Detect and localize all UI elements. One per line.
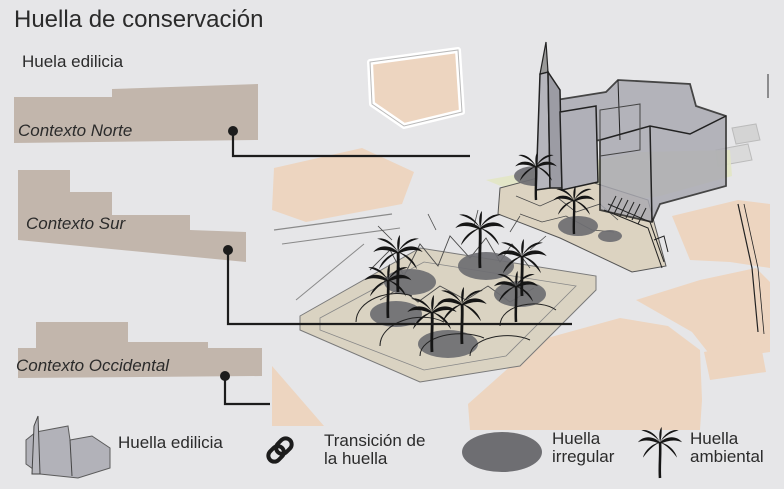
legend-label-transicion-line1: Transición de bbox=[324, 431, 426, 450]
context-norte-block bbox=[14, 84, 258, 143]
grey-ellipse-icon bbox=[462, 432, 542, 472]
legend-label-irregular: Huella irregular bbox=[552, 430, 614, 466]
page-subtitle: Huela edilicia bbox=[22, 52, 124, 71]
connector-sur bbox=[223, 245, 572, 326]
page-title: Huella de conservación bbox=[14, 6, 264, 33]
context-label-sur: Contexto Sur bbox=[26, 214, 126, 233]
building-block bbox=[535, 41, 727, 224]
legend-label-ambiental-line1: Huella bbox=[690, 429, 739, 448]
connector-occidental bbox=[220, 371, 270, 406]
chain-link-icon bbox=[266, 436, 294, 464]
building-block-icon bbox=[25, 415, 111, 479]
steps bbox=[603, 195, 669, 269]
connector-norte bbox=[228, 126, 470, 158]
context-label-norte: Contexto Norte bbox=[18, 121, 133, 140]
legend-label-irregular-line1: Huella bbox=[552, 429, 601, 448]
legend-label-edilicia: Huella edilicia bbox=[118, 433, 223, 452]
legend-label-ambiental-line2: ambiental bbox=[690, 447, 764, 466]
context-occidental-block bbox=[18, 322, 262, 378]
legend-label-irregular-line2: irregular bbox=[552, 447, 615, 466]
transition-curves bbox=[355, 293, 557, 357]
context-sur-block bbox=[18, 170, 246, 262]
legend-label-transicion-line2: la huella bbox=[324, 449, 388, 468]
palm-tree-icon bbox=[636, 425, 684, 480]
legend-label-ambiental: Huella ambiental bbox=[690, 430, 764, 466]
legend-label-transicion: Transición de la huella bbox=[324, 432, 425, 468]
context-label-occidental: Contexto Occidental bbox=[16, 356, 170, 375]
